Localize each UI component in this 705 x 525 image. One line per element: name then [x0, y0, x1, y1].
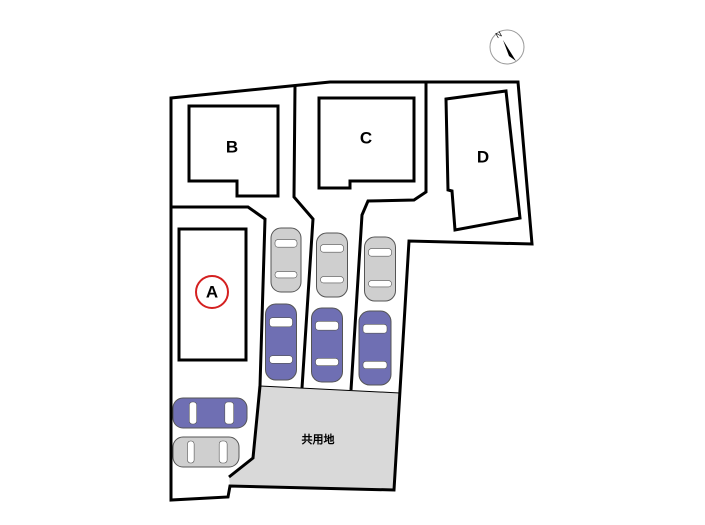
lot-line-a-b	[171, 205, 267, 479]
lot-b-label: B	[226, 137, 238, 156]
lot-a-label: A	[206, 282, 218, 301]
compass-north-label: N	[494, 29, 504, 40]
site-boundary	[169, 80, 534, 502]
building-b	[187, 104, 280, 198]
parked-car-icon	[311, 307, 343, 383]
common-area-label: 共用地	[302, 432, 335, 446]
lot-a-highlight-circle	[195, 275, 229, 309]
parked-car-icon	[270, 227, 302, 293]
lot-line-b-c	[292, 85, 315, 389]
parked-car-icon	[358, 310, 392, 386]
north-compass-icon: N	[489, 29, 525, 65]
lot-c-label: C	[360, 128, 372, 147]
building-a	[177, 227, 248, 362]
common-area	[229, 386, 400, 490]
common-area-top-line	[259, 385, 401, 394]
parked-car-icon	[316, 232, 348, 298]
parked-car-icon	[364, 236, 396, 302]
lot-line-c-d	[349, 82, 428, 391]
building-c	[317, 96, 416, 190]
lot-d-label: D	[477, 147, 489, 166]
building-d	[444, 89, 522, 232]
parked-car-icon	[265, 303, 297, 381]
parked-car-icon	[172, 397, 248, 429]
parked-car-icon	[172, 436, 240, 468]
